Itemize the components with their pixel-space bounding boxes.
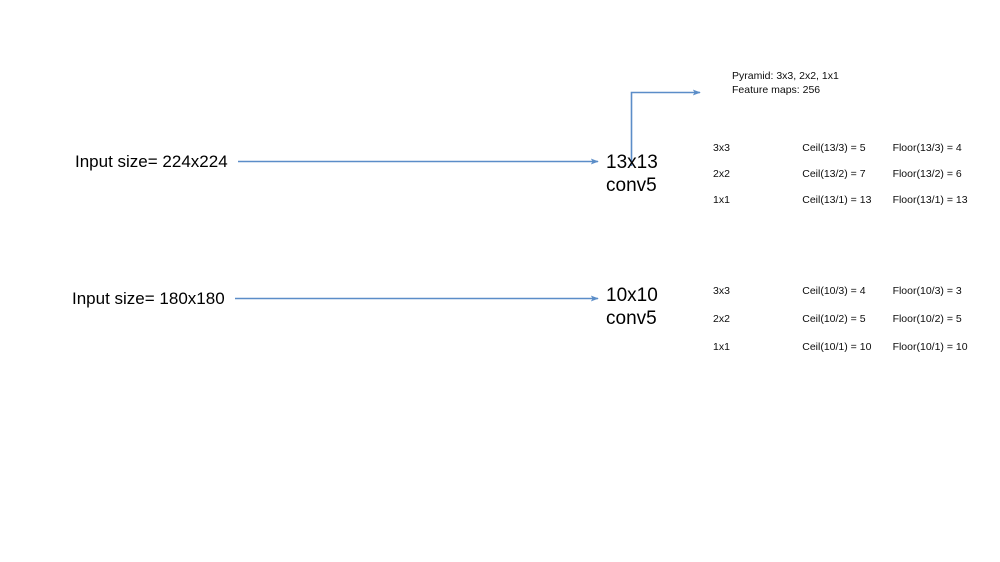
conv5-dimension-10x10: 10x10: [606, 285, 658, 306]
bin-label: 3x3: [713, 142, 730, 154]
ceil-expression: Ceil(13/2) = 7: [802, 168, 866, 180]
table-body-a: 3x3 Ceil(13/3) = 5 Floor(13/3) = 4 2x2 C…: [713, 142, 1000, 220]
floor-expression: Floor(10/2) = 5: [892, 313, 962, 325]
bin-size-table-13x13: 3x3 Ceil(13/3) = 5 Floor(13/3) = 4 2x2 C…: [713, 142, 1000, 220]
pyramid-levels-text: Pyramid: 3x3, 2x2, 1x1: [732, 70, 839, 82]
ceil-expression: Ceil(13/3) = 5: [802, 142, 866, 154]
ceil-expression: Ceil(10/1) = 10: [802, 341, 872, 353]
conv5-name-b: conv5: [606, 308, 657, 329]
bin-label: 1x1: [713, 194, 730, 206]
pyramid-note: Pyramid: 3x3, 2x2, 1x1 Feature maps: 256: [732, 69, 839, 97]
table-body-b: 3x3 Ceil(10/3) = 4 Floor(10/3) = 3 2x2 C…: [713, 285, 1000, 369]
conv5-dimension-13x13: 13x13: [606, 152, 658, 173]
floor-expression: Floor(13/1) = 13: [892, 194, 968, 206]
bin-label: 2x2: [713, 313, 730, 325]
table-row: 1x1 Ceil(10/1) = 10 Floor(10/1) = 10: [713, 341, 1000, 369]
table-row: 3x3 Ceil(13/3) = 5 Floor(13/3) = 4: [713, 142, 1000, 168]
floor-expression: Floor(10/3) = 3: [892, 285, 962, 297]
bin-label: 3x3: [713, 285, 730, 297]
table-row: 3x3 Ceil(10/3) = 4 Floor(10/3) = 3: [713, 285, 1000, 313]
input-size-label-224: Input size= 224x224: [75, 152, 228, 171]
floor-expression: Floor(13/3) = 4: [892, 142, 962, 154]
bin-size-table-10x10: 3x3 Ceil(10/3) = 4 Floor(10/3) = 3 2x2 C…: [713, 285, 1000, 369]
floor-expression: Floor(10/1) = 10: [892, 341, 968, 353]
ceil-expression: Ceil(10/3) = 4: [802, 285, 866, 297]
table-row: 2x2 Ceil(10/2) = 5 Floor(10/2) = 5: [713, 313, 1000, 341]
feature-maps-text: Feature maps: 256: [732, 84, 821, 96]
table-row: 2x2 Ceil(13/2) = 7 Floor(13/2) = 6: [713, 168, 1000, 194]
conv5-name-a: conv5: [606, 175, 657, 196]
bin-label: 2x2: [713, 168, 730, 180]
conv5-stage-label-13x13: 13x13 conv5: [606, 151, 658, 197]
conv5-stage-label-10x10: 10x10 conv5: [606, 284, 658, 330]
floor-expression: Floor(13/2) = 6: [892, 168, 962, 180]
ceil-expression: Ceil(13/1) = 13: [802, 194, 872, 206]
ceil-expression: Ceil(10/2) = 5: [802, 313, 866, 325]
input-size-label-180: Input size= 180x180: [72, 289, 225, 308]
bin-label: 1x1: [713, 341, 730, 353]
table-row: 1x1 Ceil(13/1) = 13 Floor(13/1) = 13: [713, 194, 1000, 220]
